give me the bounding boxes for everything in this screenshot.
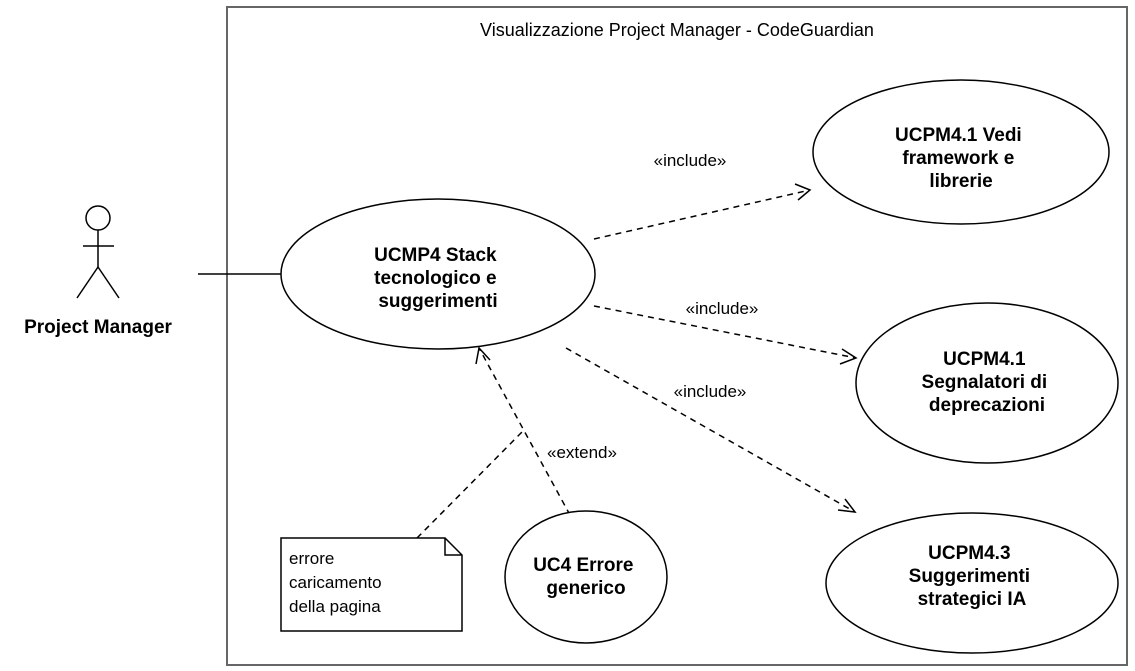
use-case-main-label: UCMP4 Stack tecnologico e suggerimenti xyxy=(374,245,502,312)
include-ai-label: «include» xyxy=(674,382,747,401)
actor-left-leg xyxy=(76,266,99,299)
use-case-main[interactable]: UCMP4 Stack tecnologico e suggerimenti xyxy=(280,198,596,350)
use-case-ai-suggestions-line: Suggerimenti xyxy=(909,566,1030,587)
actor-project-manager[interactable]: Project Manager xyxy=(24,205,173,338)
use-case-ai-suggestions-ellipse xyxy=(825,512,1119,654)
note-text: errore caricamento della pagina xyxy=(289,549,386,616)
use-case-frameworks-ellipse xyxy=(812,79,1110,225)
include-ai-line xyxy=(565,347,856,513)
use-case-error-line: UC4 Errore xyxy=(533,555,633,576)
use-case-ai-suggestions-line: UCPM4.3 xyxy=(928,543,1010,564)
use-case-deprecations-line: deprecazioni xyxy=(929,395,1045,416)
extend-error-line xyxy=(478,347,571,516)
use-case-deprecations[interactable]: UCPM4.1 Segnalatori di deprecazioni xyxy=(855,302,1119,464)
note-line: errore xyxy=(289,549,334,568)
use-case-main-line: suggerimenti xyxy=(378,291,497,312)
use-case-error-label: UC4 Errore generico xyxy=(533,555,639,599)
actor-right-leg xyxy=(97,266,120,299)
use-case-error-line: generico xyxy=(546,578,625,599)
use-case-frameworks-line: librerie xyxy=(929,171,992,192)
note-line: della pagina xyxy=(289,597,381,616)
use-case-deprecations-line: Segnalatori di xyxy=(922,372,1048,393)
use-case-frameworks-line: UCPM4.1 Vedi xyxy=(895,125,1022,146)
include-deprecations-line xyxy=(593,305,857,359)
include-ai-arrowhead xyxy=(837,498,857,513)
note-anchor-line xyxy=(416,431,523,539)
include-frameworks-arrowhead xyxy=(794,183,812,201)
note-fold xyxy=(444,538,462,556)
use-case-frameworks[interactable]: UCPM4.1 Vedi framework e librerie xyxy=(812,79,1110,225)
use-case-ai-suggestions-label: UCPM4.3 Suggerimenti strategici IA xyxy=(909,543,1036,610)
use-case-deprecations-ellipse xyxy=(855,302,1119,464)
actor-head xyxy=(85,205,111,231)
use-case-error-ellipse xyxy=(504,510,668,644)
use-case-deprecations-line: UCPM4.1 xyxy=(943,349,1026,370)
include-frameworks-line xyxy=(593,189,811,240)
include-frameworks-label: «include» xyxy=(654,151,727,170)
note-shape xyxy=(280,537,463,632)
include-deprecations-label: «include» xyxy=(686,299,759,318)
use-case-main-ellipse xyxy=(280,198,596,350)
system-title: Visualizzazione Project Manager - CodeGu… xyxy=(480,20,874,40)
use-case-error[interactable]: UC4 Errore generico xyxy=(504,510,668,644)
use-case-ai-suggestions[interactable]: UCPM4.3 Suggerimenti strategici IA xyxy=(825,512,1119,654)
use-case-ai-suggestions-line: strategici IA xyxy=(918,589,1027,610)
use-case-main-line: tecnologico e xyxy=(374,268,496,289)
extend-error-arrowhead xyxy=(475,346,491,365)
use-case-deprecations-label: UCPM4.1 Segnalatori di deprecazioni xyxy=(922,349,1053,416)
include-deprecations-arrowhead xyxy=(839,348,858,365)
note[interactable]: errore caricamento della pagina xyxy=(280,537,463,632)
use-case-main-line: UCMP4 Stack xyxy=(374,245,497,266)
use-case-frameworks-line: framework e xyxy=(902,148,1014,169)
extend-error-label: «extend» xyxy=(547,443,617,462)
use-case-frameworks-label: UCPM4.1 Vedi framework e librerie xyxy=(895,125,1027,192)
actor-name: Project Manager xyxy=(24,317,172,338)
note-line: caricamento xyxy=(289,573,382,592)
